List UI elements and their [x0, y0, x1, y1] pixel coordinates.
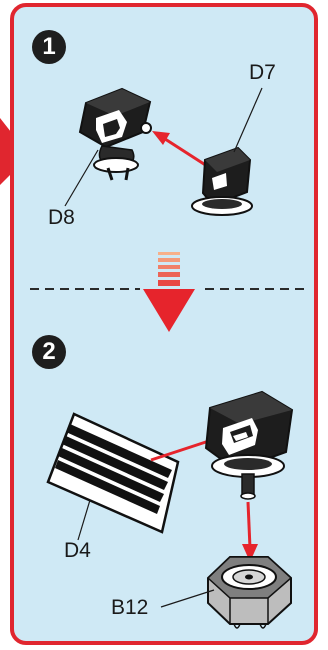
- label-d7: D7: [249, 61, 276, 84]
- panel-frame: [10, 3, 318, 645]
- step-1-number: 1: [32, 30, 66, 64]
- next-step-arrow-icon: [143, 252, 195, 332]
- label-b12: B12: [111, 596, 149, 619]
- label-d8: D8: [48, 206, 75, 229]
- part-holder: [204, 390, 294, 500]
- side-tab: [0, 118, 11, 185]
- label-d4: D4: [64, 539, 91, 562]
- insert-arrow-3: [246, 501, 252, 549]
- insert-arrow-1: [161, 135, 208, 168]
- step-2-number: 2: [32, 335, 66, 369]
- part-d7: [191, 146, 253, 216]
- part-d8: [78, 87, 152, 181]
- part-b12: [206, 556, 293, 629]
- part-d4: [46, 412, 180, 534]
